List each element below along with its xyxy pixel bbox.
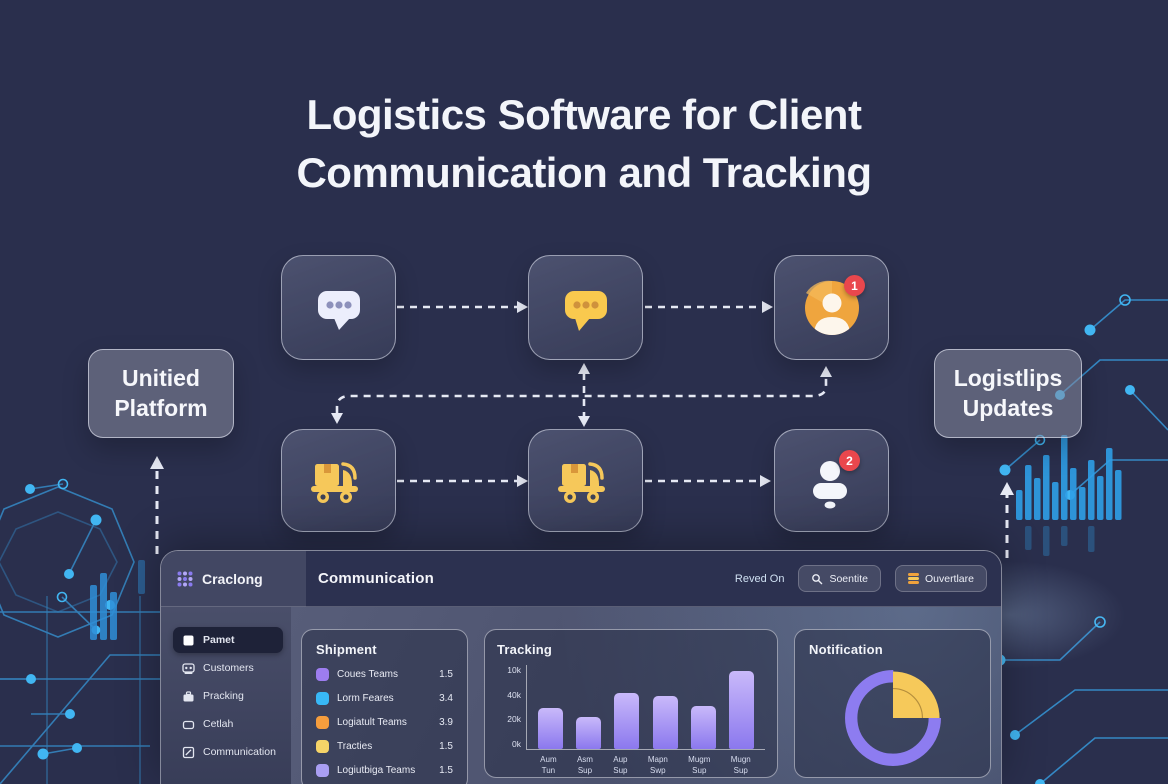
tracking-title: Tracking: [497, 642, 553, 657]
shipment-row: Logiutbiga Teams 1.5: [316, 764, 453, 777]
sidebar-item-communication[interactable]: Communication: [173, 739, 283, 765]
person-icon: [812, 460, 847, 508]
tracking-bar: [575, 716, 601, 749]
search-icon: [812, 573, 823, 584]
tile-avatar-notification: 1: [774, 255, 889, 360]
logo-text: Craclong: [202, 570, 263, 587]
dashboard-panel: Craclong Communication Reved On Soentite: [160, 550, 1002, 784]
shipment-row: Coues Teams 1.5: [316, 668, 453, 681]
customers-icon: [182, 662, 195, 674]
dashboard-header: Craclong Communication Reved On Soentite: [161, 551, 1001, 607]
sidebar-item-cetlah[interactable]: Cetlah: [173, 711, 283, 737]
shipment-row: Logiatult Teams 3.9: [316, 716, 453, 729]
unified-platform-label: Unitied Platform: [88, 349, 234, 438]
delivery-truck-icon: [310, 461, 358, 503]
y-tick-label: 0k: [512, 738, 521, 749]
sidebar-item-pamet[interactable]: Pamet: [173, 627, 283, 653]
shipment-title: Shipment: [316, 642, 377, 657]
notification-title: Notification: [809, 642, 883, 657]
y-tick-label: 10k: [507, 665, 521, 675]
tile-truck-1: [281, 429, 396, 532]
logo-grid-icon: [177, 571, 193, 586]
dashboard-main: Shipment Coues Teams 1.5 Lorm Feares 3.4…: [291, 607, 1001, 784]
y-axis-ticks: 10k 40k 20k 0k: [497, 665, 526, 749]
briefcase-icon: [183, 690, 194, 701]
dashboard-title: Communication: [318, 570, 434, 587]
sidebar: Pamet Customers Pracking: [161, 607, 291, 784]
y-tick-label: 20k: [507, 714, 521, 725]
sidebar-item-customers[interactable]: Customers: [173, 655, 283, 681]
notification-badge: 1: [844, 275, 865, 296]
color-swatch: [316, 716, 329, 729]
avatar-orange-icon: [804, 280, 859, 335]
tracking-bar: [652, 696, 678, 749]
tracking-bar: [729, 670, 755, 749]
color-swatch: [316, 692, 329, 705]
stack-icon: [907, 573, 919, 584]
square-icon: [183, 635, 194, 645]
compose-icon: [182, 746, 195, 758]
notification-badge: 2: [839, 450, 860, 471]
overview-button[interactable]: Ouvertlare: [894, 565, 987, 592]
app-logo[interactable]: Craclong: [161, 551, 306, 607]
chat-bubble-yellow-icon: [564, 290, 607, 331]
color-swatch: [316, 668, 329, 681]
sidebar-item-pracking[interactable]: Pracking: [173, 683, 283, 709]
logistics-updates-label: Logistlips Updates: [934, 349, 1082, 438]
tile-chat-light: [281, 255, 396, 360]
page-title: Logistics Software for Client Communicat…: [0, 86, 1168, 202]
search-button[interactable]: Soentite: [798, 565, 881, 592]
tracking-bar: [614, 692, 640, 749]
shipment-row: Tracties 1.5: [316, 740, 453, 753]
color-swatch: [316, 764, 329, 777]
tile-chat-yellow: [528, 255, 643, 360]
shipment-card: Shipment Coues Teams 1.5 Lorm Feares 3.4…: [301, 629, 468, 784]
y-tick-label: 40k: [507, 689, 521, 700]
plot-area: [526, 665, 765, 750]
notification-donut-chart: [844, 670, 941, 766]
delivery-truck-icon: [557, 461, 605, 503]
chat-bubble-light-icon: [317, 290, 360, 330]
tracking-bar: [690, 705, 716, 749]
tile-truck-2: [528, 429, 643, 532]
color-swatch: [316, 740, 329, 753]
tile-person-notification: 2: [774, 429, 889, 532]
tracking-bar: [537, 708, 563, 749]
notification-card: Notification: [794, 629, 991, 778]
title-line-2: Communication and Tracking: [296, 148, 872, 196]
folder-icon: [182, 720, 195, 729]
status-text: Reved On: [734, 572, 785, 585]
title-line-1: Logistics Software for Client: [306, 91, 862, 138]
shipment-row: Lorm Feares 3.4: [316, 692, 453, 705]
